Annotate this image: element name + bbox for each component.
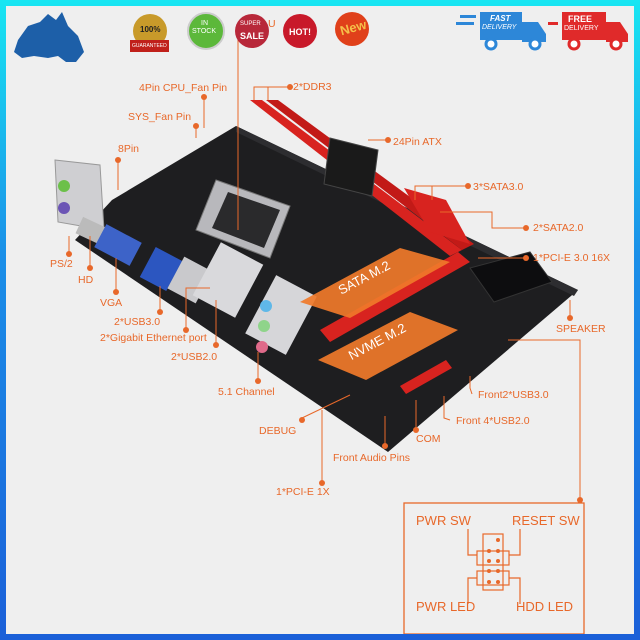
cpu-partial-label: U: [268, 18, 276, 30]
front-panel-pin-diagram: [467, 529, 521, 604]
label-usb2: 2*USB2.0: [171, 351, 218, 363]
label-5-1-channel: 5.1 Channel: [218, 386, 275, 398]
atx-24pin-connector: [323, 137, 379, 197]
label-gigabit-ethernet: 2*Gigabit Ethernet port: [100, 332, 207, 344]
motherboard-illustration: [14, 12, 628, 634]
sata-m2-slot: [300, 248, 450, 318]
label-vga: VGA: [100, 297, 123, 309]
new-badge-icon: [335, 12, 369, 46]
label-pwr-led: PWR LED: [416, 599, 476, 614]
audio-jack-pink: [256, 341, 268, 353]
label-speaker: SPEAKER: [556, 323, 606, 335]
label-reset-sw: RESET SW: [512, 513, 580, 528]
super-sale-badge-icon: [235, 14, 269, 48]
callout-dots: [66, 84, 583, 503]
nvme-m2-slot: [318, 312, 458, 380]
label-usb3: 2*USB3.0: [114, 316, 161, 328]
label-front-usb2: Front 4*USB2.0: [456, 415, 530, 427]
guarantee-badge-text: 100%: [140, 25, 161, 34]
label-sys-fan-pin: SYS_Fan Pin: [128, 111, 192, 123]
hot-badge-icon: [283, 14, 317, 48]
label-pwr-sw: PWR SW: [416, 513, 471, 528]
label-sata3: 3*SATA3.0: [473, 181, 524, 193]
in-stock-badge-icon: [187, 12, 225, 50]
free-delivery-truck-icon: [548, 12, 628, 51]
label-8pin: 8Pin: [118, 143, 140, 155]
audio-jack-blue: [260, 300, 272, 312]
label-24pin-atx: 24Pin ATX: [393, 136, 442, 148]
front-panel-header-box: [403, 502, 585, 634]
pcie-1x-slot: [400, 360, 452, 394]
fast-delivery-text-1: FAST: [490, 14, 511, 23]
in-stock-text-2: STOCK: [192, 28, 216, 35]
label-debug: DEBUG: [259, 425, 297, 437]
free-delivery-text-1: FREE: [568, 14, 593, 24]
label-pcie-1x: 1*PCI-E 1X: [276, 486, 330, 498]
guarantee-ribbon-text: GUARANTEED: [130, 40, 169, 52]
label-cpu-fan-pin: 4Pin CPU_Fan Pin: [139, 82, 228, 94]
io-shield: [54, 159, 105, 231]
guarantee-badge-icon: [133, 14, 167, 48]
hot-text: HOT!: [289, 27, 311, 37]
label-ps2: PS/2: [50, 258, 73, 270]
australia-map-icon: [14, 12, 84, 62]
in-stock-text-1: IN: [201, 20, 208, 27]
product-image: 100% GUARANTEED IN STOCK SUPER SALE U HO…: [6, 6, 634, 634]
label-ddr3: 2*DDR3: [293, 81, 332, 93]
fast-delivery-text-2: DELIVERY: [482, 24, 517, 31]
fast-delivery-truck-icon: [456, 12, 546, 51]
pcie-16x-slot: [320, 252, 470, 342]
label-front-usb3: Front2*USB3.0: [478, 389, 549, 401]
super-sale-text-2: SALE: [240, 31, 265, 41]
super-sale-text-1: SUPER: [240, 21, 261, 27]
audio-jack-green: [258, 320, 270, 332]
chipset-heatsink: [469, 251, 553, 303]
label-hdd-led: HDD LED: [516, 599, 574, 614]
sata-ports: [404, 188, 470, 244]
label-sata2: 2*SATA2.0: [533, 222, 584, 234]
label-pcie-16x: 1*PCI-E 3.0 16X: [533, 252, 611, 264]
free-delivery-text-2: DELIVERY: [564, 25, 599, 32]
label-front-audio-pins: Front Audio Pins: [333, 452, 411, 464]
label-com: COM: [416, 433, 441, 445]
label-hd: HD: [78, 274, 94, 286]
